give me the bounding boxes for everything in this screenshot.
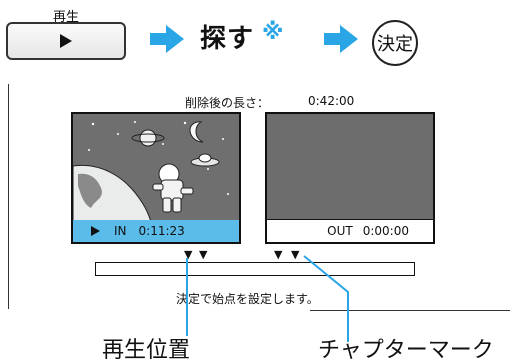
chapter-marker-icon: ▼: [274, 248, 283, 261]
in-bar: IN 0:11:23: [73, 220, 239, 242]
out-label: OUT: [327, 224, 353, 238]
position-marker-icon: ▼: [199, 248, 208, 261]
callout-line-left: [186, 258, 188, 336]
frame-line: [8, 84, 9, 309]
play-icon: [60, 34, 72, 48]
out-bar: OUT 0:00:00: [267, 219, 433, 242]
out-time: 0:00:00: [362, 224, 409, 238]
space-illustration: [73, 114, 239, 222]
decide-button[interactable]: 決定: [372, 20, 418, 66]
length-value: 0:42:00: [308, 94, 355, 108]
in-label: IN: [114, 224, 127, 238]
right-arrow-icon: [324, 24, 358, 54]
in-time: 0:11:23: [138, 224, 185, 238]
play-caption: 再生: [52, 10, 79, 25]
play-button[interactable]: [6, 22, 126, 60]
right-preview: OUT 0:00:00: [265, 112, 435, 244]
length-label: 削除後の長さ：: [185, 96, 270, 110]
search-label: 探す: [200, 24, 255, 54]
position-marker-icon: ▼: [184, 248, 193, 261]
divider-line: [310, 310, 510, 311]
status-text: 決定で始点を設定します。: [176, 292, 319, 306]
callout-line-right: [303, 255, 349, 342]
left-preview: IN 0:11:23: [71, 112, 241, 244]
play-icon: [91, 226, 100, 236]
right-arrow-icon: [150, 24, 184, 54]
note-mark: ※: [262, 20, 284, 45]
chapter-marker-icon: ▼: [291, 248, 300, 261]
timeline-bar[interactable]: [95, 262, 415, 276]
callout-playback-position: 再生位置: [102, 338, 191, 363]
callout-chapter-mark: チャプターマーク: [318, 338, 494, 363]
